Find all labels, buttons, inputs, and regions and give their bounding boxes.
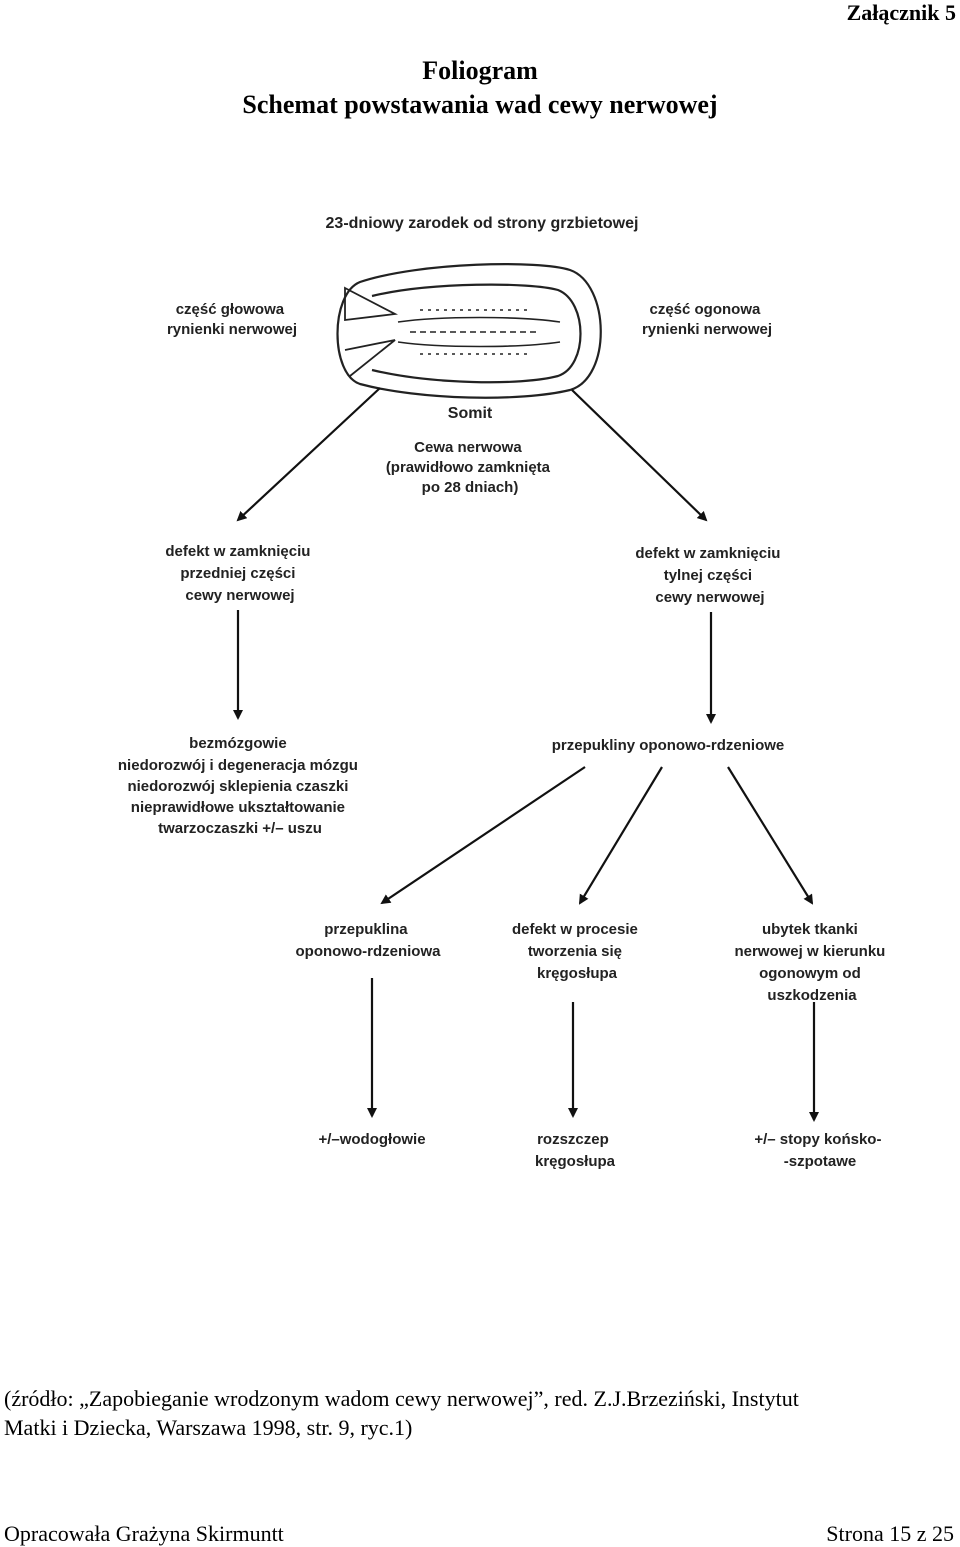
anterior-defect-line-2: przedniej części [180, 565, 295, 582]
neural-tube-line-2: (prawidłowo zamknięta [386, 459, 551, 476]
branch-tissue-label: ubytek tkanki nerwowej w kierunku ogonow… [734, 921, 889, 1004]
neural-tube-defects-diagram: 23-dniowy zarodek od strony grzbietowej … [118, 215, 889, 1170]
branch-tissue-line-1: ubytek tkanki [762, 921, 858, 938]
source-line-2: Matki i Dziecka, Warszawa 1998, str. 9, … [4, 1415, 413, 1440]
anterior-outcome-1: bezmózgowie [189, 735, 287, 752]
footer-page-number: Strona 15 z 25 [826, 1521, 954, 1546]
branch-spine-line-3: kręgosłupa [537, 965, 618, 982]
anterior-outcome-5: twarzoczaszki +/– uszu [158, 820, 322, 837]
arrow-to-anterior-defect [236, 387, 381, 522]
page-title: Foliogram [422, 56, 538, 85]
anterior-outcomes-label: bezmózgowie niedorozwój i degeneracja mó… [118, 735, 362, 837]
result-hydrocephalus: +/–wodogłowie [318, 1131, 425, 1148]
anterior-defect-label: defekt w zamknięciu przedniej części cew… [165, 543, 314, 604]
branch-tissue-line-4: uszkodzenia [767, 987, 857, 1004]
arrow-to-hernia [380, 766, 586, 905]
head-part-label: część głowowa rynienki nerwowej [167, 301, 297, 338]
arrows [233, 387, 819, 1122]
branch-spine-line-1: defekt w procesie [512, 921, 638, 938]
result-clubfoot-line-2: -szpotawe [784, 1153, 857, 1170]
tail-part-label: część ogonowa rynienki nerwowej [642, 301, 772, 338]
result-spina-line-1: rozszczep [537, 1131, 609, 1148]
branch-tissue-line-2: nerwowej w kierunku [734, 943, 885, 960]
anterior-outcome-2: niedorozwój i degeneracja mózgu [118, 757, 358, 774]
branch-spine-line-2: tworzenia się [528, 943, 622, 960]
attachment-label: Załącznik 5 [846, 0, 956, 25]
anterior-outcome-4: nieprawidłowe ukształtowanie [131, 799, 345, 816]
footer-author: Opracowała Grażyna Skirmuntt [4, 1521, 284, 1546]
result-spina-line-2: kręgosłupa [535, 1153, 616, 1170]
posterior-defect-label: defekt w zamknięciu tylnej części cewy n… [635, 545, 784, 606]
neural-tube-label: Cewa nerwowa (prawidłowo zamknięta po 28… [386, 439, 554, 496]
head-part-line-2: rynienki nerwowej [167, 321, 297, 338]
arrow-to-posterior-defect [571, 389, 708, 522]
anterior-outcome-3: niedorozwój sklepienia czaszki [127, 778, 348, 795]
result-spina-bifida: rozszczep kręgosłupa [535, 1131, 616, 1170]
somite-label: Somit [448, 405, 493, 422]
source-line-1: (źródło: „Zapobieganie wrodzonym wadom c… [4, 1386, 799, 1411]
anterior-defect-line-3: cewy nerwowej [185, 587, 294, 604]
anterior-defect-line-1: defekt w zamknięciu [165, 543, 310, 560]
embryo-caption: 23-dniowy zarodek od strony grzbietowej [326, 215, 639, 232]
branch-spine-label: defekt w procesie tworzenia się kręgosłu… [512, 921, 642, 982]
branch-tissue-line-3: ogonowym od [759, 965, 861, 982]
neural-tube-line-1: Cewa nerwowa [414, 439, 522, 456]
tail-part-line-2: rynienki nerwowej [642, 321, 772, 338]
posterior-defect-line-1: defekt w zamknięciu [635, 545, 780, 562]
arrow-to-spine-defect [578, 766, 663, 905]
result-clubfoot: +/– stopy końsko- -szpotawe [754, 1131, 885, 1170]
page-subtitle: Schemat powstawania wad cewy nerwowej [242, 90, 718, 119]
posterior-defect-line-2: tylnej części [664, 567, 752, 584]
branch-hernia-line-2: oponowo-rdzeniowa [296, 943, 442, 960]
tail-part-line-1: część ogonowa [649, 301, 761, 318]
branch-hernia-label: przepuklina oponowo-rdzeniowa [296, 921, 442, 960]
posterior-defect-line-3: cewy nerwowej [655, 589, 764, 606]
source-citation: (źródło: „Zapobieganie wrodzonym wadom c… [4, 1384, 944, 1442]
neural-tube-line-3: po 28 dniach) [422, 479, 519, 496]
result-clubfoot-line-1: +/– stopy końsko- [754, 1131, 881, 1148]
embryo-illustration [336, 263, 602, 399]
meningocele-label: przepukliny oponowo-rdzeniowe [552, 737, 785, 754]
head-part-line-1: część głowowa [176, 301, 285, 318]
arrow-to-tissue-loss [727, 766, 814, 905]
branch-hernia-line-1: przepuklina [324, 921, 408, 938]
